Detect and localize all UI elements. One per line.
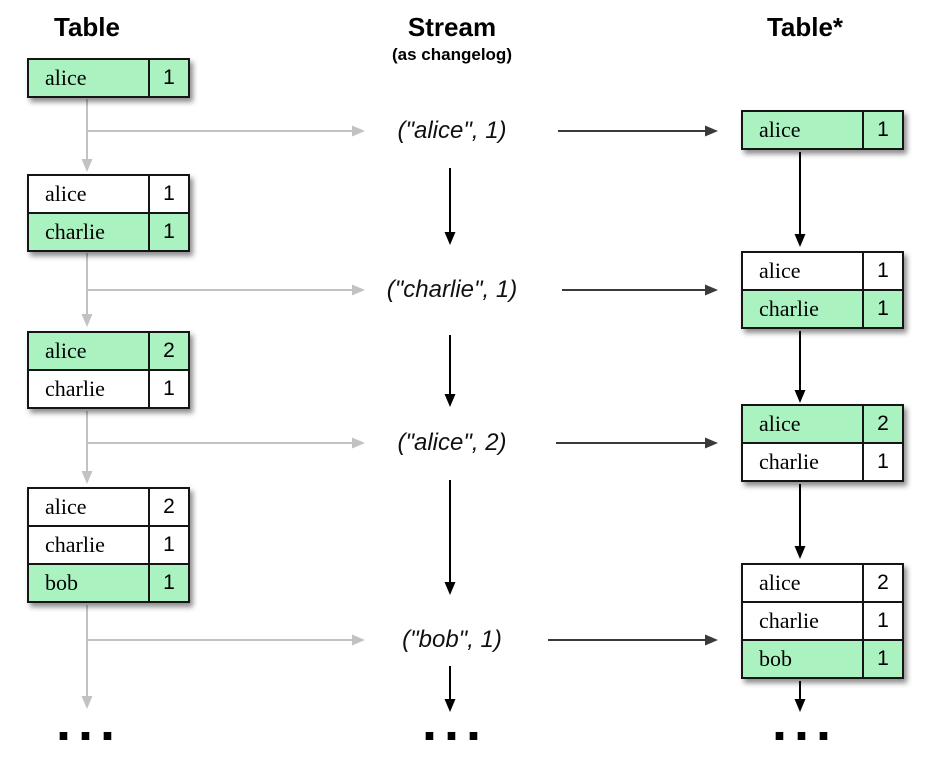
- stream-to-right-table-arrows: [548, 125, 718, 646]
- right-table-3: alice 2 charlie 1: [741, 404, 904, 482]
- table-row: bob 1: [743, 639, 902, 677]
- table-row: alice 2: [743, 406, 902, 442]
- stream-column-subtitle: (as changelog): [392, 45, 512, 64]
- table-row: charlie 1: [743, 601, 902, 639]
- row-key: alice: [29, 333, 150, 369]
- right-ellipsis: ...: [771, 692, 839, 752]
- row-value: 1: [877, 118, 889, 141]
- left-table-4: alice 2 charlie 1 bob 1: [27, 487, 190, 603]
- table-row: charlie 1: [743, 289, 902, 327]
- row-value: 1: [163, 66, 175, 89]
- left-ellipsis: ...: [55, 692, 123, 752]
- stream-event-4: ("bob", 1): [402, 626, 502, 653]
- row-key: alice: [743, 406, 864, 442]
- row-key: charlie: [743, 603, 864, 639]
- table-row: alice 2: [29, 489, 188, 525]
- row-key: alice: [743, 253, 864, 289]
- left-table-2: alice 1 charlie 1: [27, 174, 190, 252]
- row-key: alice: [29, 176, 150, 212]
- row-key: bob: [29, 565, 150, 601]
- table-row: alice 1: [743, 253, 902, 289]
- row-value: 1: [877, 609, 889, 632]
- row-key: charlie: [743, 291, 864, 327]
- right-table-4: alice 2 charlie 1 bob 1: [741, 563, 904, 679]
- right-table-2: alice 1 charlie 1: [741, 251, 904, 329]
- row-value: 1: [163, 377, 175, 400]
- left-table-3: alice 2 charlie 1: [27, 331, 190, 409]
- row-value: 2: [877, 571, 889, 594]
- row-key: alice: [743, 565, 864, 601]
- table-row: alice 2: [743, 565, 902, 601]
- row-value: 1: [877, 259, 889, 282]
- table-row: charlie 1: [29, 369, 188, 407]
- row-value: 1: [163, 182, 175, 205]
- row-value: 1: [877, 647, 889, 670]
- stream-column-title: Stream: [407, 12, 497, 42]
- stream-event-3: ("alice", 2): [397, 429, 507, 456]
- table-row: alice 1: [29, 60, 188, 96]
- row-value: 1: [877, 450, 889, 473]
- row-key: alice: [29, 60, 150, 96]
- right-table-1: alice 1: [741, 110, 904, 150]
- stream-event-1: ("alice", 1): [397, 117, 507, 144]
- table-row: alice 1: [29, 176, 188, 212]
- row-value: 2: [877, 412, 889, 435]
- left-table-1: alice 1: [27, 58, 190, 98]
- table-row: charlie 1: [29, 525, 188, 563]
- row-key: alice: [743, 112, 864, 148]
- right-column-title: Table*: [766, 12, 844, 42]
- row-key: charlie: [29, 371, 150, 407]
- row-value: 2: [163, 339, 175, 362]
- row-value: 1: [877, 297, 889, 320]
- table-row: alice 1: [743, 112, 902, 148]
- row-value: 1: [163, 571, 175, 594]
- table-row: charlie 1: [743, 442, 902, 480]
- row-key: charlie: [743, 444, 864, 480]
- stream-ellipsis: ...: [421, 692, 489, 752]
- row-key: bob: [743, 641, 864, 677]
- stream-event-2: ("charlie", 1): [386, 276, 518, 303]
- table-row: bob 1: [29, 563, 188, 601]
- row-value: 2: [163, 495, 175, 518]
- row-key: alice: [29, 489, 150, 525]
- row-key: charlie: [29, 214, 150, 250]
- row-key: charlie: [29, 527, 150, 563]
- table-row: charlie 1: [29, 212, 188, 250]
- left-column-gray-arrows: [81, 99, 365, 709]
- table-row: alice 2: [29, 333, 188, 369]
- row-value: 1: [163, 220, 175, 243]
- row-value: 1: [163, 533, 175, 556]
- left-column-title: Table: [54, 12, 120, 42]
